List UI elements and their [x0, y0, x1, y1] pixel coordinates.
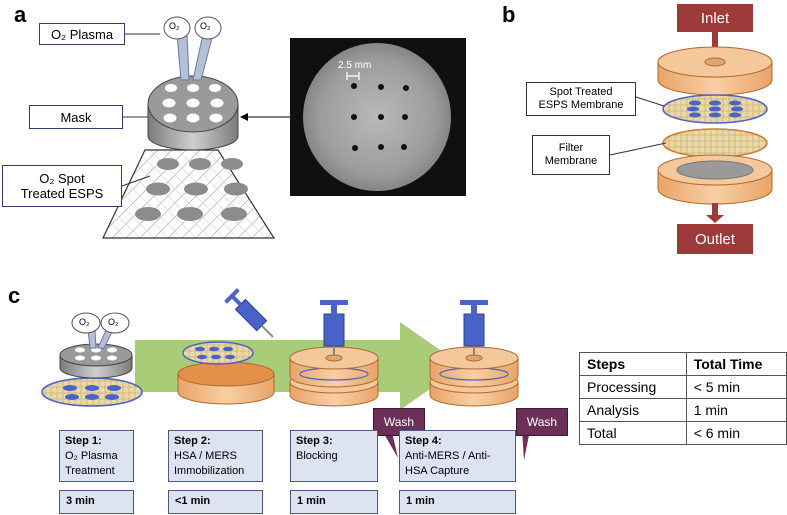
bubble-o2-left: O₂ [169, 21, 180, 31]
spot-label-line1: Spot Treated [549, 86, 613, 98]
wash-callout-right: Wash [516, 408, 568, 436]
step3-title: Step 3: [296, 435, 333, 447]
mask-label: Mask [29, 105, 123, 129]
table-header-steps: Steps [579, 352, 687, 376]
treated-esps-label: O₂ Spot Treated ESPS [2, 165, 122, 207]
step1-desc-line2: Treatment [65, 465, 115, 477]
table-row: Analysis 1 min [579, 398, 787, 422]
total-time-table: Steps Total Time Processing < 5 min Anal… [579, 352, 787, 445]
mask-photograph [290, 38, 466, 196]
table-cell: < 5 min [685, 375, 787, 399]
filter-label-line2: Membrane [544, 155, 598, 167]
step2-box: Step 2: HSA / MERS Immobilization [168, 430, 263, 482]
step1-box: Step 1: O₂ Plasma Treatment [59, 430, 134, 482]
table-row: Processing < 5 min [579, 375, 787, 399]
table-cell: Total [579, 421, 687, 445]
panel-letter-b: b [502, 2, 516, 27]
step4-graphic [429, 300, 519, 407]
step2-desc-line1: HSA / MERS [174, 450, 237, 462]
spot-label-line2: ESPS Membrane [538, 99, 624, 111]
filter-membrane-label: Filter Membrane [532, 135, 610, 175]
table-cell: < 6 min [685, 421, 787, 445]
mask-cylinder [147, 75, 239, 151]
table-header-row: Steps Total Time [579, 352, 787, 376]
step1-title: Step 1: [65, 435, 102, 447]
panel-letter-a: a [14, 2, 27, 27]
step4-desc-line1: Anti-MERS / Anti- [405, 450, 491, 462]
panel-letter-c: c [8, 283, 21, 308]
step1-bubble-o2-left: O₂ [79, 317, 90, 327]
table-cell: Analysis [579, 398, 687, 422]
plasma-tubes [163, 16, 222, 81]
step3-box: Step 3: Blocking [290, 430, 378, 482]
step2-desc-line2: Immobilization [174, 465, 245, 477]
step1-graphic [41, 312, 143, 407]
step3-time: 1 min [290, 490, 378, 514]
step2-graphic [177, 288, 275, 405]
step4-box: Step 4: Anti-MERS / Anti- HSA Capture [399, 430, 516, 482]
step2-time: <1 min [168, 490, 263, 514]
step2-title: Step 2: [174, 435, 211, 447]
cassette-exploded [657, 32, 773, 223]
scale-bar-label: 2.5 mm [338, 60, 372, 71]
filter-label-line1: Filter [558, 142, 584, 154]
table-header-total-time: Total Time [685, 352, 787, 376]
outlet-label: Outlet [677, 224, 753, 254]
inlet-label: Inlet [677, 4, 753, 32]
step1-time: 3 min [59, 490, 134, 514]
treated-esps-label-line1: O₂ Spot [39, 171, 85, 186]
step4-title: Step 4: [405, 435, 442, 447]
step3-desc-line1: Blocking [296, 450, 338, 462]
step3-graphic [289, 300, 379, 407]
step1-bubble-o2-right: O₂ [108, 317, 119, 327]
plasma-label: O₂ Plasma [39, 23, 125, 45]
step1-desc-line1: O₂ Plasma [65, 450, 118, 462]
step4-desc-line2: HSA Capture [405, 465, 470, 477]
step4-time: 1 min [399, 490, 516, 514]
treated-esps-label-line2: Treated ESPS [20, 186, 104, 201]
table-cell: 1 min [685, 398, 787, 422]
esps-membrane-illustration [102, 149, 276, 239]
table-cell: Processing [579, 375, 687, 399]
spot-treated-membrane-label: Spot Treated ESPS Membrane [526, 82, 636, 116]
table-row: Total < 6 min [579, 421, 787, 445]
bubble-o2-right: O₂ [200, 21, 211, 31]
